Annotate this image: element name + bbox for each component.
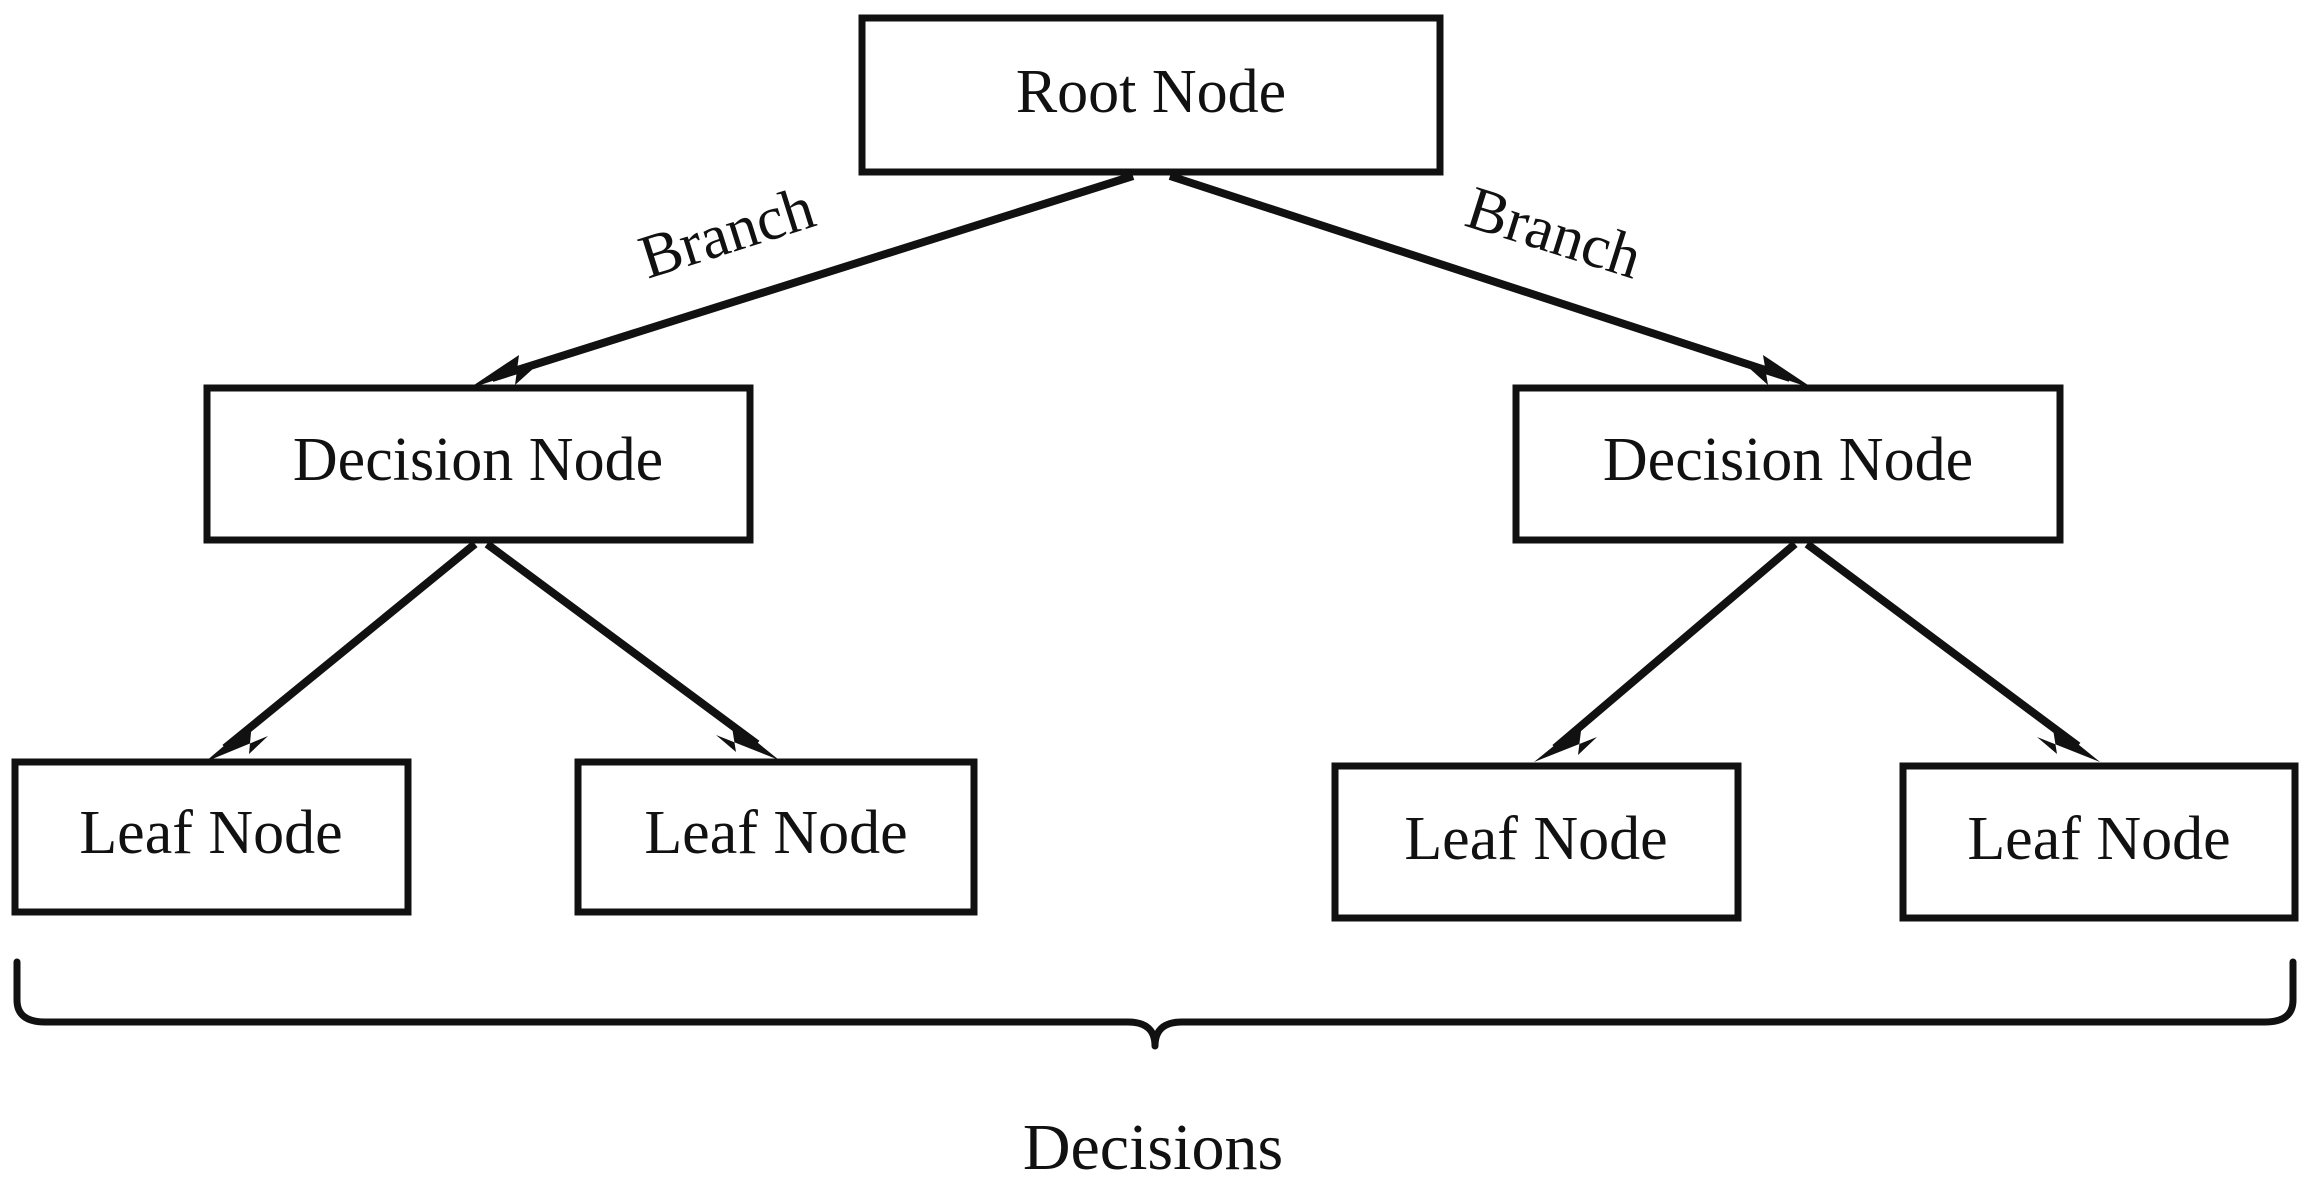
node-root[interactable]: Root Node: [858, 14, 1444, 176]
arrowhead-icon: [468, 355, 535, 389]
node-leaf-4-label: Leaf Node: [1967, 805, 2230, 873]
node-leaf-3-label: Leaf Node: [1404, 805, 1667, 873]
node-leaf-4[interactable]: Leaf Node: [1899, 762, 2299, 922]
edge-label-branch-right: Branch: [1458, 174, 1649, 293]
node-leaf-2[interactable]: Leaf Node: [574, 758, 978, 916]
bottom-brace-label: Decisions: [1023, 1111, 1283, 1184]
node-decision-right[interactable]: Decision Node: [1512, 384, 2064, 544]
arrowhead-icon: [205, 722, 268, 762]
arrowhead-icon: [1534, 723, 1597, 762]
arrowhead-icon: [1748, 355, 1814, 389]
edge-decision-right-to-leaf-3: [1534, 540, 1798, 762]
node-decision-left[interactable]: Decision Node: [203, 384, 754, 544]
edge-root-to-decision-right: [1168, 172, 1814, 389]
edge-root-to-decision-left: [468, 172, 1135, 389]
node-leaf-3[interactable]: Leaf Node: [1331, 762, 1742, 922]
node-decision-right-label: Decision Node: [1603, 426, 1973, 494]
edge-decision-left-to-leaf-2: [484, 540, 779, 760]
node-leaf-1[interactable]: Leaf Node: [11, 758, 412, 916]
node-root-label: Root Node: [1016, 58, 1286, 126]
bottom-brace: [13, 958, 2297, 1050]
edge-decision-left-to-leaf-1: [205, 540, 478, 762]
node-leaf-1-label: Leaf Node: [79, 799, 342, 867]
node-leaf-2-label: Leaf Node: [644, 799, 907, 867]
arrowhead-icon: [716, 721, 779, 760]
edge-decision-right-to-leaf-4: [1804, 540, 2100, 762]
arrowhead-icon: [2037, 723, 2100, 762]
edge-label-branch-left: Branch: [631, 174, 822, 293]
node-decision-left-label: Decision Node: [293, 426, 663, 494]
